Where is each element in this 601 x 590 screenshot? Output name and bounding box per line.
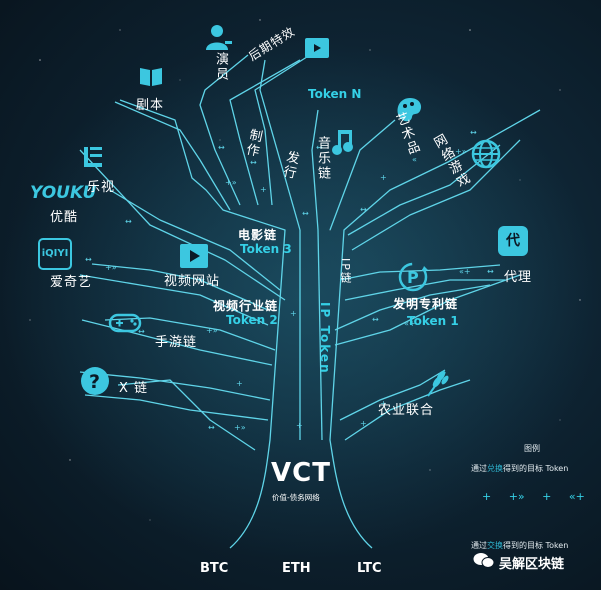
svg-text:↔: ↔ [360, 205, 367, 214]
label-script: 剧本 [136, 98, 165, 113]
svg-text:«: « [412, 155, 417, 164]
legend-symbols: + +» + «+ [482, 490, 599, 503]
svg-text:↔: ↔ [125, 217, 132, 226]
svg-text:«+: «+ [459, 267, 471, 276]
label-token-3: Token 3 [240, 242, 292, 256]
label-x-chain: X 链 [119, 381, 149, 396]
svg-text:+: + [260, 185, 267, 194]
letv-logo-icon [82, 145, 106, 175]
svg-text:+»: +» [455, 147, 467, 156]
label-ip-chain: IP链 [339, 258, 352, 285]
svg-text:+»: +» [105, 263, 117, 272]
svg-text:+: + [296, 421, 303, 430]
svg-text:+»: +» [234, 423, 246, 432]
iqiyi-logo: iQIYI [38, 238, 72, 270]
svg-text:↔: ↔ [85, 255, 92, 264]
svg-text:+»: +» [225, 178, 237, 187]
legend-title: 图例 [524, 444, 540, 453]
svg-text:+: + [236, 379, 243, 388]
svg-text:↔: ↔ [470, 128, 477, 137]
legend-line-swap: 通过交换得到的目标 Token [471, 541, 569, 550]
label-agri-union: 农业联合 [378, 403, 435, 418]
palette-icon [395, 96, 425, 130]
trunk-title: VCT [271, 458, 331, 488]
svg-text:↔: ↔ [208, 423, 215, 432]
legend-symbol: + [482, 490, 492, 503]
svg-text:+: + [360, 419, 367, 428]
legend-symbol: +» [508, 490, 525, 503]
root-eth: ETH [282, 561, 311, 576]
agent-icon: 代 [498, 226, 528, 256]
label-video-site: 视频网站 [164, 274, 221, 289]
svg-text:+: + [290, 309, 297, 318]
token-markers: +» ↔ + ↔ + « +» ↔ +» ↔ ↔ ↔ ↔ +» + ↔ +» + + + «+ ↔ «… [85, 128, 494, 432]
branch-outlines [79, 54, 541, 549]
label-patent-chain: 发明专利链 [393, 297, 459, 311]
label-iqiyi: 爱奇艺 [50, 275, 93, 290]
label-mobile-game-chain: 手游链 [155, 335, 198, 350]
root-ltc: LTC [357, 561, 382, 576]
svg-text:↔: ↔ [372, 315, 379, 324]
trunk-subtitle: 价值-债务网络 [272, 493, 320, 502]
film-icon [303, 34, 331, 64]
svg-text:?: ? [89, 371, 100, 393]
svg-text:↔: ↔ [138, 327, 145, 336]
actor-icon [204, 22, 234, 56]
svg-text:↔: ↔ [316, 143, 323, 152]
label-letv: 乐视 [87, 180, 116, 195]
youku-logo: YOUKU [30, 183, 97, 203]
wheat-icon [425, 368, 451, 402]
root-btc: BTC [200, 561, 229, 576]
svg-text:↔: ↔ [218, 143, 225, 152]
label-token-1: Token 1 [407, 314, 459, 328]
book-icon [138, 64, 164, 92]
wechat-icon [473, 552, 495, 569]
label-film-chain: 电影链 [238, 228, 278, 242]
svg-text:↔: ↔ [487, 267, 494, 276]
svg-text:+: + [380, 173, 387, 182]
label-actor: 演员 [213, 52, 228, 82]
patent-icon: P [396, 260, 430, 298]
svg-text:↔: ↔ [302, 209, 309, 218]
legend-symbol: + [542, 490, 552, 503]
label-youku: 优酷 [50, 210, 79, 225]
question-icon: ? [80, 366, 110, 400]
label-music-chain: 音乐链 [315, 136, 330, 181]
video-play-icon [179, 243, 209, 273]
svg-text:↔: ↔ [198, 275, 205, 284]
label-token-2: Token 2 [226, 313, 278, 327]
svg-text:+: + [380, 399, 387, 408]
gamepad-icon [108, 312, 142, 338]
legend-line-exchange: 通过兑换得到的目标 Token [471, 464, 569, 473]
globe-icon [470, 138, 502, 174]
music-note-icon [331, 128, 355, 160]
legend-symbol: «+ [568, 490, 585, 503]
svg-text:«+: «+ [404, 319, 416, 328]
svg-text:↔: ↔ [250, 158, 257, 167]
watermark-text: 吴解区块链 [499, 557, 565, 572]
label-ip-token: IP Token [318, 302, 332, 375]
label-token-n: Token N [308, 87, 362, 101]
label-agent: 代理 [504, 270, 533, 285]
svg-text:+»: +» [206, 326, 218, 335]
label-video-industry-chain: 视频行业链 [213, 299, 279, 313]
svg-text:P: P [407, 268, 419, 287]
